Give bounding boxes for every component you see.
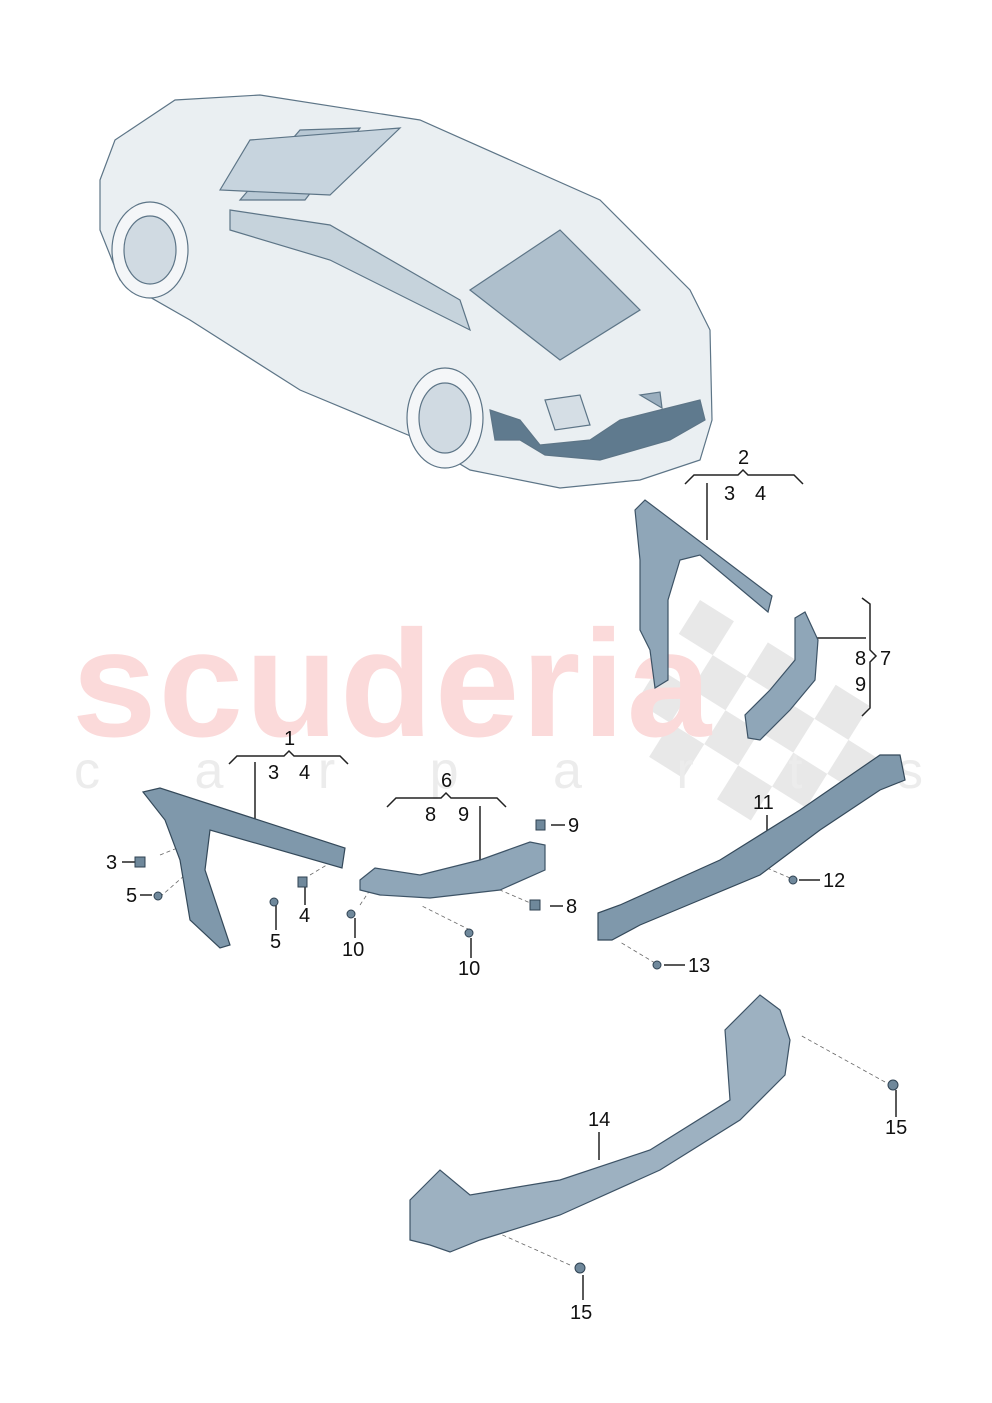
car-illustration [99,94,713,489]
part-5-screw-icon [153,891,163,901]
callout-1-sub-3[interactable]: 3 [268,762,280,784]
part-1-bracket-left[interactable] [141,787,346,949]
part-13-screw-icon [652,960,662,970]
callout-5[interactable]: 5 [270,931,282,953]
part-10-screw-icon [464,928,474,938]
watermark-brand: scuderia [72,599,714,769]
callout-6-sub-8[interactable]: 8 [425,804,437,826]
part-4-clip-icon [297,876,308,888]
callout-5[interactable]: 5 [126,885,138,907]
callout-3[interactable]: 3 [106,852,118,874]
callout-10[interactable]: 10 [342,939,365,961]
callout-group-7[interactable]: 7 [880,648,892,670]
callout-group-1[interactable]: 1 [284,728,296,750]
callout-6-sub-9[interactable]: 9 [458,804,470,826]
callout-group-6[interactable]: 6 [441,770,453,792]
callout-13[interactable]: 13 [688,955,711,977]
callout-4[interactable]: 4 [299,905,311,927]
part-2-bracket-right[interactable] [634,499,773,689]
callout-9[interactable]: 9 [568,815,580,837]
callout-14[interactable]: 14 [588,1109,611,1131]
callout-11[interactable]: 11 [753,792,774,814]
callout-15[interactable]: 15 [885,1117,908,1139]
callout-10[interactable]: 10 [458,958,481,980]
callout-group-2[interactable]: 2 [738,447,750,469]
part-7-guide-right[interactable] [744,611,819,741]
callout-12[interactable]: 12 [823,870,846,892]
callout-2-sub-3[interactable]: 3 [724,483,736,505]
part-14-bumper-reinforcement[interactable] [409,994,791,1253]
part-15-bolt-icon [574,1262,586,1274]
part-3-clip-icon [134,856,146,868]
part-10-screw-icon [346,909,356,919]
callout-8[interactable]: 8 [566,896,578,918]
watermark-sub: c a r p a r t s [74,742,963,800]
part-6-guide-left[interactable] [359,841,546,899]
part-12-nut-icon [788,875,798,885]
callout-7-sub-8[interactable]: 8 [855,648,867,670]
callout-leaders [122,468,897,1300]
part-15-bolt-icon [887,1079,899,1091]
part-5-screw-icon [269,897,279,907]
callout-2-sub-4[interactable]: 4 [755,483,767,505]
callout-15[interactable]: 15 [570,1302,593,1324]
part-11-bumper-carrier[interactable] [597,754,906,941]
part-9-clip-icon [535,819,546,831]
callout-1-sub-4[interactable]: 4 [299,762,311,784]
part-8-clip-nut-icon [529,899,541,911]
callout-7-sub-9[interactable]: 9 [855,674,867,696]
